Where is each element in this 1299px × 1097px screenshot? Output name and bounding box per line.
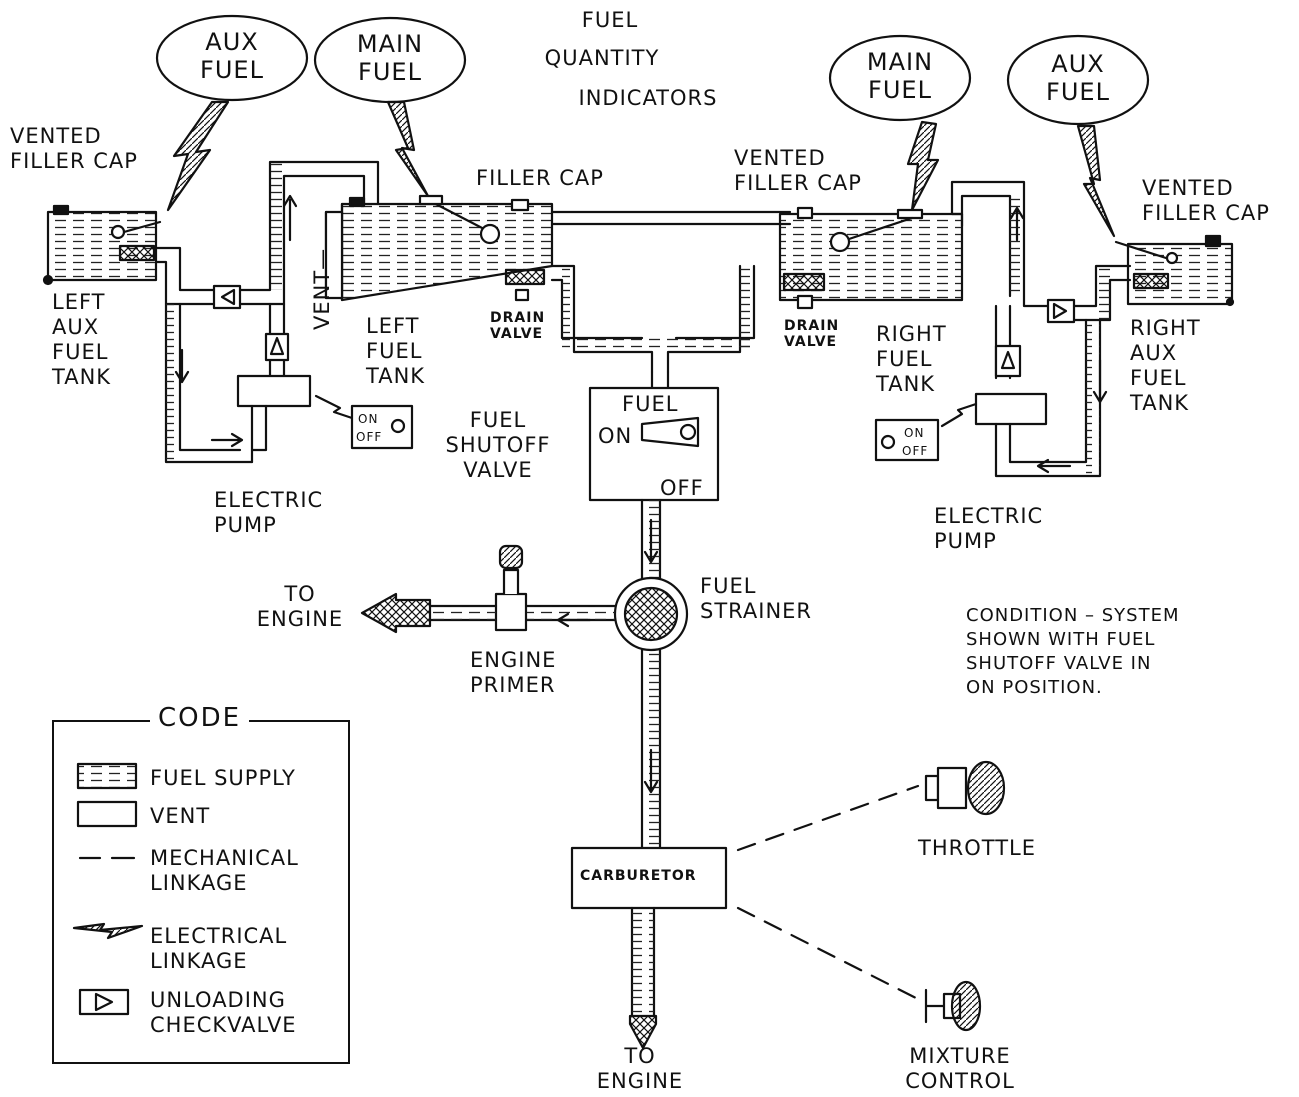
right-aux-indicator [1006,34,1150,126]
drain-valve-right-label: DRAIN VALVE [784,318,840,350]
legend-title: CODE [150,705,250,731]
carburetor [570,846,728,910]
left-aux-filler-cap-icon [52,204,70,216]
left-electric-pump [236,374,312,408]
left-main-tank [340,202,554,302]
left-aux-indicator-label: AUX FUEL [200,28,264,84]
legend-item-check-valve: UNLOADING CHECKVALVE [150,988,297,1037]
electrical-linkage-left-aux [166,100,230,212]
legend-item-mechanical: MECHANICAL LINKAGE [150,846,299,895]
vented-filler-cap-right-label: VENTED FILLER CAP [1142,176,1270,225]
engine-primer[interactable] [494,592,528,632]
carburetor-label: CARBURETOR [580,868,697,884]
left-aux-outlet-line [154,246,216,292]
right-pump-switch [874,418,940,462]
left-pump-return-line [178,302,242,452]
vented-filler-cap-left-label: VENTED FILLER CAP [10,124,138,173]
mixture-knob[interactable] [924,980,982,1032]
electrical-linkage-right-aux [1076,124,1116,238]
filler-cap-label: FILLER CAP [476,166,604,190]
left-pump-switch [350,404,414,450]
throttle-knob[interactable] [924,760,1006,816]
legend-item-fuel-supply: FUEL SUPPLY [150,766,296,790]
right-aux-filler-cap-icon [1204,234,1222,248]
throttle-linkage [736,784,920,852]
electrical-linkage-left-main [386,100,430,198]
engine-primer-label: ENGINE PRIMER [470,648,557,697]
left-switch-on: ON [358,412,379,426]
selector-title: FUEL [622,392,679,416]
legend-electrical-zigzag [72,922,144,940]
to-engine-arrow-bottom [628,1014,658,1050]
selector-on-label: ON [598,424,633,448]
throttle-label: THROTTLE [918,836,1036,860]
right-fuel-tank-label: RIGHT FUEL TANK [876,322,947,396]
left-main-indicator-label: MAIN FUEL [356,30,424,86]
fuel-strainer-label: FUEL STRAINER [700,574,813,623]
left-aux-indicator [155,14,309,102]
right-aux-fuel-tank-label: RIGHT AUX FUEL TANK [1130,316,1201,415]
left-filler-cap-icon [510,198,530,212]
title-line2: QUANTITY [544,46,660,70]
left-fuel-tank-label: LEFT FUEL TANK [366,314,426,388]
electrical-linkage-right-main [906,120,940,212]
legend-item-vent: VENT [150,804,211,828]
electric-pump-right-label: ELECTRIC PUMP [934,504,1044,553]
right-main-filler-cap-icon [796,206,814,220]
right-aux-indicator-label: AUX FUEL [1046,50,1110,106]
fuel-shutoff-valve-label: FUEL SHUTOFF VALVE [445,408,551,482]
right-drain-valve-icon [796,294,814,310]
vented-filler-cap-center-label: VENTED FILLER CAP [734,146,862,195]
title-line1: FUEL [581,8,639,32]
to-engine-arrow-left [360,592,432,634]
legend-vent-swatch [76,800,138,828]
left-aux-fuel-tank-label: LEFT AUX FUEL TANK [52,290,112,389]
left-switch-off: OFF [356,430,383,444]
left-check-valve [220,288,236,306]
mixture-linkage [736,906,918,1000]
drain-valve-left-label: DRAIN VALVE [490,310,546,342]
title-line3: INDICATORS [578,86,718,110]
legend-item-electrical: ELECTRICAL LINKAGE [150,924,288,973]
to-engine-bottom-label: TO ENGINE [596,1044,684,1093]
selector-off-label: OFF [660,476,704,500]
right-electric-pump [974,392,1048,426]
right-main-indicator-label: MAIN FUEL [866,48,934,104]
left-drain-valve-icon [514,288,530,302]
legend-fuel-supply-swatch [76,762,138,790]
right-check-valve [1052,302,1068,320]
right-switch-on: ON [904,426,925,440]
electric-pump-left-label: ELECTRIC PUMP [214,488,324,537]
right-switch-off: OFF [902,444,929,458]
right-main-indicator [828,34,972,122]
vent-label: VENT— [310,247,334,330]
left-main-filler-cap-icon [348,196,366,208]
condition-note: CONDITION – SYSTEM SHOWN WITH FUEL SHUTO… [966,605,1180,698]
left-switch-linkage [314,394,360,422]
mixture-control-label: MIXTURE CONTROL [905,1044,1015,1093]
to-engine-left-label: TO ENGINE [256,582,344,631]
